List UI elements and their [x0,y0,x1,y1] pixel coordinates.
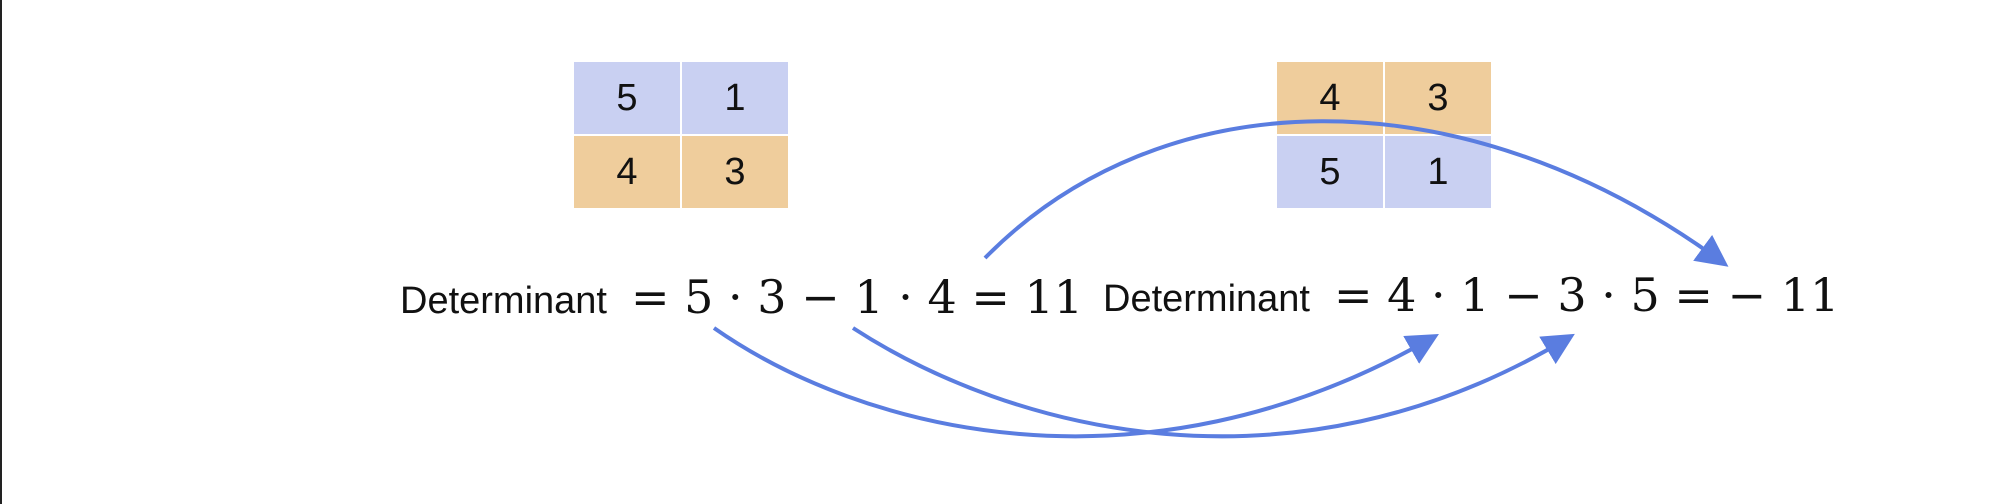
determinant-equation-original: Determinant = 5 · 3 − 1 · 4 = 11 [400,270,1083,324]
matrix-swapped-cell-r1c2: 3 [1385,62,1491,134]
matrix-original-cell-r2c2: 3 [682,136,788,208]
determinant-expression: = 4 · 1 − 3 · 5 = − 11 [1333,268,1840,322]
matrix-original-cell-r1c2: 1 [682,62,788,134]
determinant-label: Determinant [1103,278,1310,320]
determinant-label: Determinant [400,280,607,322]
matrix-original-cell-r2c1: 4 [574,136,680,208]
arrow-five-to-one [712,326,1439,439]
left-edge-border [0,0,2,504]
arrow-one-to-three [851,326,1575,439]
matrix-swapped-cell-r2c1: 5 [1277,136,1383,208]
matrix-original-cell-r1c1: 5 [574,62,680,134]
matrix-swapped: 4 3 5 1 [1277,62,1491,208]
determinant-expression: = 5 · 3 − 1 · 4 = 11 [630,270,1084,324]
matrix-swapped-cell-r1c1: 4 [1277,62,1383,134]
matrix-original: 5 1 4 3 [574,62,788,208]
matrix-swapped-cell-r2c2: 1 [1385,136,1491,208]
determinant-equation-swapped: Determinant = 4 · 1 − 3 · 5 = − 11 [1103,268,1839,322]
